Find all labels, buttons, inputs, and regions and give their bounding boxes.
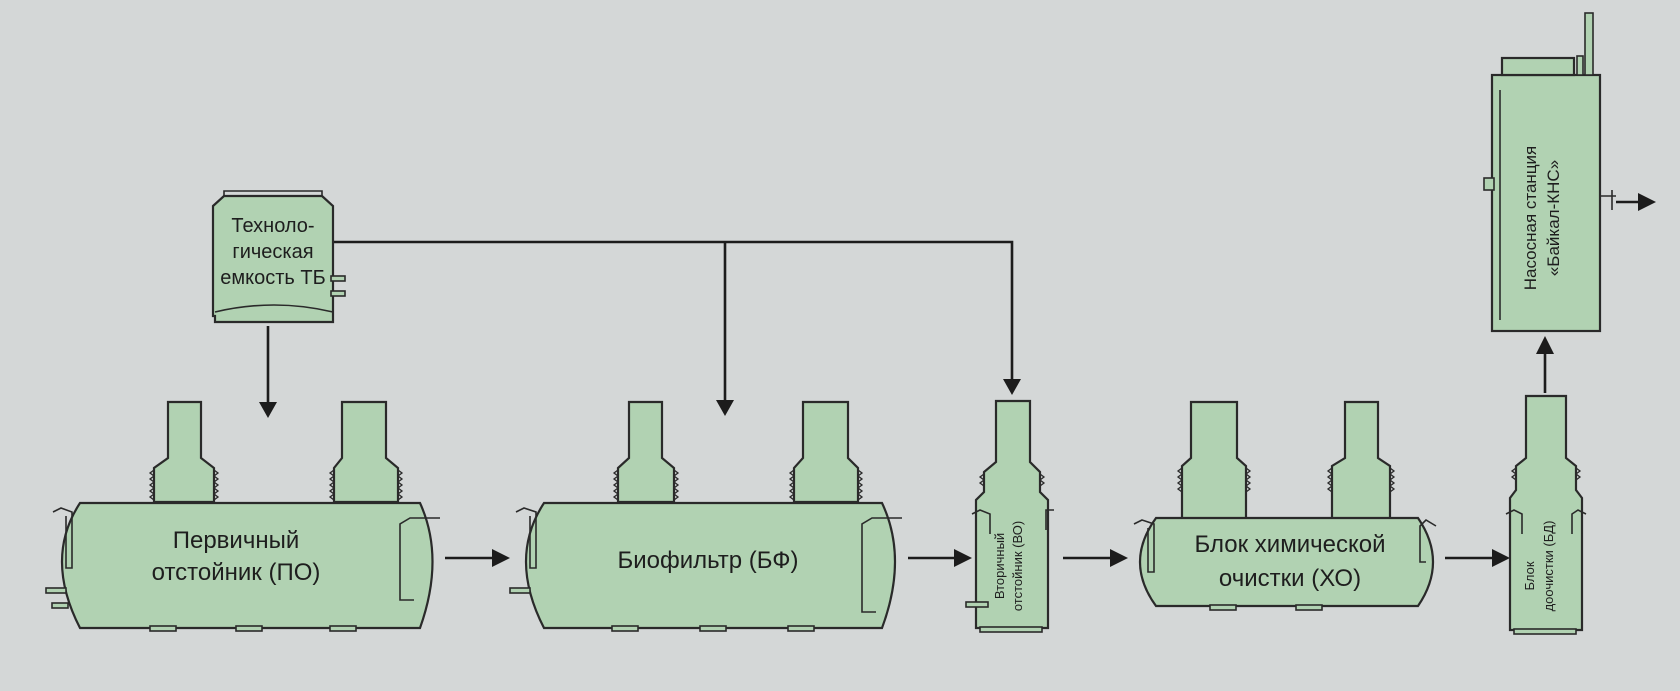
tank-xo-necks [1180, 400, 1392, 522]
tank-po-nozzle-2 [51, 602, 69, 609]
tank-xo-foot-1 [1209, 604, 1237, 611]
label-tb-line3: емкость ТБ [220, 267, 325, 289]
label-po-line2: отстойник (ПО) [152, 559, 321, 586]
label-vo-line2: отстойник (ВО) [1010, 521, 1025, 611]
tank-bf [509, 400, 902, 632]
arrow-tb-to-vo [1003, 379, 1021, 395]
tank-bf-inlet-pipe [515, 507, 537, 569]
tank-xo [1133, 400, 1437, 611]
label-bf-line1: Биофильтр (БФ) [617, 547, 798, 574]
tank-bf-foot-1 [611, 625, 639, 632]
arrow-tb-to-po [259, 402, 277, 418]
flow-lines [259, 193, 1656, 567]
arrow-vo-to-xo [1110, 549, 1128, 567]
tank-kns [1483, 12, 1616, 333]
tank-bd-foot [1513, 628, 1577, 635]
tank-xo-neck-thread-right [1326, 467, 1396, 493]
label-bd-line2: доочистки (БД) [1541, 521, 1556, 612]
tank-vo-foot [979, 626, 1043, 633]
tank-po-nozzle-1 [45, 587, 67, 594]
tank-vo-thread [978, 473, 1046, 487]
label-kns-line2: «Байкал-КНС» [1544, 160, 1563, 276]
tank-tb-nozzle-1 [330, 275, 346, 282]
tank-kns-outlet-nozzle [1600, 190, 1616, 210]
tank-bf-body [524, 501, 897, 630]
tank-po-foot-3 [329, 625, 357, 632]
tank-bd-body [1508, 394, 1584, 632]
label-po-line1: Первичный [173, 527, 300, 554]
tank-po [45, 400, 440, 632]
label-tb-line2: гическая [232, 241, 313, 263]
tank-kns-side-nozzle [1483, 177, 1495, 191]
tank-bd [1505, 394, 1587, 635]
tank-vo-outlet-pipe [1045, 509, 1054, 530]
tank-vo-body [974, 399, 1050, 630]
tank-kns-hatch [1500, 56, 1576, 77]
arrow-po-to-bf [492, 549, 510, 567]
tank-po-foot-2 [235, 625, 263, 632]
tank-kns-vent-pipe-2 [1576, 55, 1584, 76]
tank-xo-outlet-pipe [1419, 518, 1437, 563]
tank-kns-vent-pipe [1584, 12, 1594, 76]
flow-line-tb-distribution [333, 240, 1014, 381]
arrow-tb-to-bf [716, 400, 734, 416]
label-xo-line2: очистки (ХО) [1219, 565, 1361, 592]
tank-bd-outlet-pipe [1571, 509, 1587, 534]
tank-po-inlet-pipe [52, 507, 73, 569]
tank-bf-foot-2 [699, 625, 727, 632]
tank-po-foot-1 [149, 625, 177, 632]
tank-vo-nozzle [965, 601, 989, 608]
tank-bd-thread [1510, 467, 1582, 481]
labels: Техноло- гическая емкость ТБ Первичный о… [152, 146, 1563, 612]
tank-bf-foot-3 [787, 625, 815, 632]
tank-bf-neck-thread-left [612, 469, 680, 501]
tank-vo [965, 399, 1054, 633]
tank-vo-inlet-pipe [971, 509, 991, 534]
tank-xo-inlet-pipe [1133, 519, 1155, 573]
tank-tb-rim [223, 190, 323, 196]
label-tb-line1: Техноло- [231, 215, 314, 237]
label-kns-line1: Насосная станция [1521, 146, 1540, 291]
arrow-bd-to-kns [1536, 336, 1554, 354]
label-xo-line1: Блок химической [1195, 531, 1386, 558]
tank-tb-body [211, 194, 335, 324]
arrow-xo-to-bd [1492, 549, 1510, 567]
tank-bf-neck-thread-right [788, 469, 864, 501]
tank-po-outlet-pipe [399, 517, 440, 601]
label-vo-line1: Вторичный [992, 533, 1007, 599]
tank-bf-necks [616, 400, 860, 504]
tank-po-neck-thread-right [328, 469, 404, 501]
tank-po-necks [152, 400, 400, 504]
tank-bd-inlet-pipe [1505, 509, 1523, 534]
tank-po-neck-thread-left [148, 469, 220, 501]
tank-po-body [60, 501, 434, 630]
arrow-bf-to-vo [954, 549, 972, 567]
tank-tb [211, 190, 346, 324]
tank-tb-nozzle-2 [330, 290, 346, 297]
tank-xo-neck-thread-left [1176, 467, 1252, 493]
tank-bf-nozzle-1 [509, 587, 531, 594]
tank-tb-bottom-dish [214, 304, 334, 313]
label-bd-line1: Блок [1522, 561, 1537, 590]
tank-xo-foot-2 [1295, 604, 1323, 611]
arrow-kns-outlet [1638, 193, 1656, 211]
tank-bf-outlet-pipe [861, 517, 902, 613]
tank-xo-body [1139, 516, 1434, 608]
